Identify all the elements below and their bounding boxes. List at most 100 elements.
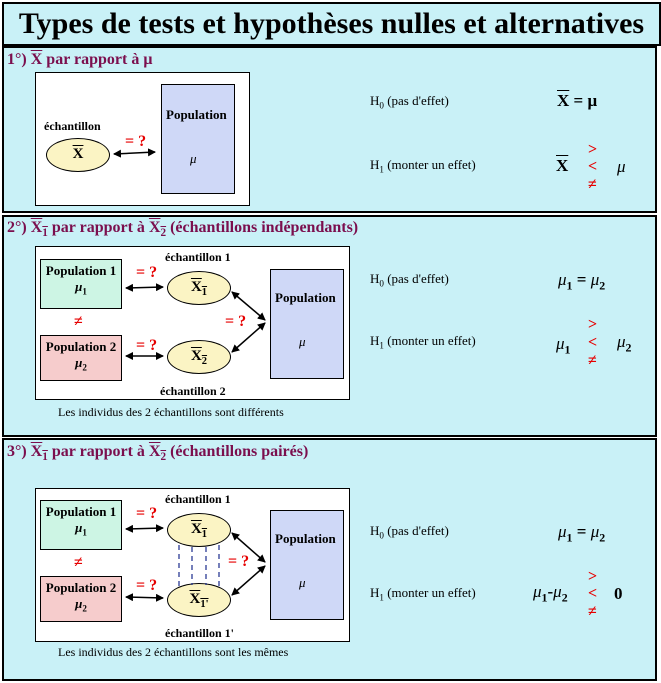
s3-population-2-label: Population 2 bbox=[45, 580, 117, 595]
s3-h1-op-ne: ≠ bbox=[588, 603, 597, 620]
s3-h1-op-gt: > bbox=[588, 568, 598, 585]
s2-echantillon-2-label: échantillon 2 bbox=[160, 384, 226, 398]
s3-arrow-pop2-sample1p bbox=[125, 593, 164, 602]
s2-population-1-label: Population 1 bbox=[45, 263, 117, 278]
s2-population-1-mu: μ1 bbox=[75, 279, 87, 297]
section-3-prefix: 3°) bbox=[7, 443, 27, 460]
s3-population-1-label: Population 1 bbox=[45, 504, 117, 519]
s2-h1: H1 (monter un effet) bbox=[370, 333, 476, 351]
section-1-xbar: X bbox=[30, 51, 43, 68]
s1-sample-symbol: X bbox=[72, 146, 84, 162]
section-2-heading: 2°) X1 par rapport à X2 (échantillons in… bbox=[7, 219, 358, 239]
section-2-x2: X2 bbox=[148, 219, 167, 240]
s2-sample-1-symbol: X1 bbox=[190, 279, 208, 298]
s1-h0-text: (pas d'effet) bbox=[387, 93, 449, 108]
s2-arrow-pop1-sample1 bbox=[125, 283, 164, 292]
s1-h1-rhs: μ bbox=[617, 157, 626, 176]
s3-arrow-sample1p-pop bbox=[231, 565, 266, 596]
s1-eq-question: = ? bbox=[125, 133, 147, 150]
s2-h1-op-lt: < bbox=[588, 334, 598, 351]
s2-population-2-mu: μ2 bbox=[75, 355, 87, 373]
section-3-heading: 3°) X1 par rapport à X2 (échantillons pa… bbox=[7, 443, 308, 463]
s2-h0-text: (pas d'effet) bbox=[387, 271, 449, 286]
s2-neq: ≠ bbox=[74, 313, 83, 330]
section-3-rest: (échantillons pairés) bbox=[170, 443, 309, 460]
s3-sample-1-symbol: X1 bbox=[190, 521, 208, 540]
s3-echantillon-1-label: échantillon 1 bbox=[165, 492, 231, 506]
s2-h1-op-gt: > bbox=[588, 316, 598, 333]
s2-sample-1-ellipse: X1 bbox=[167, 271, 231, 305]
section-3-x2: X2 bbox=[148, 443, 167, 464]
s2-h1-text: (monter un effet) bbox=[387, 333, 476, 348]
s3-h0: H0 (pas d'effet) bbox=[370, 523, 449, 541]
s1-double-arrow bbox=[113, 148, 156, 158]
section-3-mid: par rapport à bbox=[51, 443, 145, 460]
s3-h0-expr: μ1 = μ2 bbox=[558, 522, 606, 545]
s2-sample-2-ellipse: X2 bbox=[167, 340, 231, 374]
s1-h0-xbar: X bbox=[557, 91, 570, 110]
s2-sample-2-symbol: X2 bbox=[190, 348, 208, 367]
s2-echantillon-1-label: échantillon 1 bbox=[165, 250, 231, 264]
s1-sample-ellipse: X bbox=[46, 138, 110, 172]
s2-population-mu: μ bbox=[299, 334, 306, 349]
s2-h0-expr: μ1 = μ2 bbox=[558, 270, 606, 293]
s1-h0-expr: X = μ bbox=[557, 91, 597, 111]
s2-h0: H0 (pas d'effet) bbox=[370, 271, 449, 289]
section-1-prefix: 1°) bbox=[7, 51, 27, 68]
s1-h0-expr-text: = μ bbox=[573, 91, 598, 110]
s3-h1: H1 (monter un effet) bbox=[370, 585, 476, 603]
s1-population-mu: μ bbox=[190, 151, 197, 166]
s3-h1-text: (monter un effet) bbox=[387, 585, 476, 600]
page-title: Types de tests et hypothèses nulles et a… bbox=[2, 2, 661, 46]
s2-arrow-sample1-pop bbox=[231, 291, 266, 321]
s3-sample-1p-ellipse: X1' bbox=[167, 583, 231, 617]
s3-arrow-sample1-pop bbox=[231, 532, 266, 563]
section-3-x1: X1 bbox=[30, 443, 48, 464]
s1-h1-text: (monter un effet) bbox=[387, 157, 476, 172]
s1-h1-op-gt: > bbox=[588, 141, 598, 158]
s3-h1-op-lt: < bbox=[588, 585, 598, 602]
s3-neq: ≠ bbox=[74, 554, 83, 571]
s1-h0: H0 (pas d'effet) bbox=[370, 93, 449, 111]
s1-h1: H1 (monter un effet) bbox=[370, 157, 476, 175]
s2-population-box: Population μ bbox=[270, 269, 344, 379]
s2-h1-lhs: μ1 bbox=[556, 334, 571, 357]
s3-sample-1-ellipse: X1 bbox=[167, 513, 231, 547]
s2-population-label: Population bbox=[275, 290, 336, 305]
s3-population-mu: μ bbox=[299, 575, 306, 590]
s1-echantillon-label: échantillon bbox=[44, 119, 101, 133]
s3-sample-1p-symbol: X1' bbox=[189, 591, 209, 610]
s2-population-2-box: Population 2 μ2 bbox=[40, 335, 122, 381]
s3-h1-lhs: μ1-μ2 bbox=[533, 582, 568, 605]
s1-population-box: Population μ bbox=[161, 84, 235, 194]
s3-arrow-pop1-sample1 bbox=[125, 524, 164, 533]
s2-population-1-box: Population 1 μ1 bbox=[40, 259, 122, 309]
section-2-mid: par rapport à bbox=[51, 219, 145, 236]
s2-arrow-sample2-pop bbox=[231, 322, 266, 353]
s3-eq-q-2: = ? bbox=[136, 577, 158, 594]
s1-h1-xbar: X bbox=[556, 156, 569, 175]
section-1-heading: 1°) X par rapport à μ bbox=[7, 51, 152, 69]
s3-population-2-mu: μ2 bbox=[75, 596, 87, 614]
s3-population-1-box: Population 1 μ1 bbox=[40, 500, 122, 550]
s3-population-2-box: Population 2 μ2 bbox=[40, 576, 122, 622]
s2-population-2-label: Population 2 bbox=[45, 339, 117, 354]
s2-h1-op-ne: ≠ bbox=[588, 352, 597, 369]
s1-population-label: Population bbox=[166, 107, 227, 122]
s3-population-label: Population bbox=[275, 531, 336, 546]
section-1-rest: par rapport à μ bbox=[46, 51, 153, 68]
s3-population-1-mu: μ1 bbox=[75, 520, 87, 538]
s2-h1-rhs: μ2 bbox=[617, 332, 632, 355]
s2-eq-q-2: = ? bbox=[136, 337, 158, 354]
section-2-rest: (échantillons indépendants) bbox=[170, 219, 359, 236]
s2-caption: Les individus des 2 échantillons sont di… bbox=[58, 405, 284, 419]
s3-eq-q-1: = ? bbox=[136, 505, 158, 522]
s3-caption: Les individus des 2 échantillons sont le… bbox=[58, 645, 289, 659]
s3-h0-text: (pas d'effet) bbox=[387, 523, 449, 538]
s1-h1-op-ne: ≠ bbox=[588, 176, 597, 193]
s2-eq-q-1: = ? bbox=[136, 264, 158, 281]
s1-h1-op-lt: < bbox=[588, 158, 598, 175]
s3-population-box: Population μ bbox=[270, 510, 344, 620]
section-2-prefix: 2°) bbox=[7, 219, 27, 236]
